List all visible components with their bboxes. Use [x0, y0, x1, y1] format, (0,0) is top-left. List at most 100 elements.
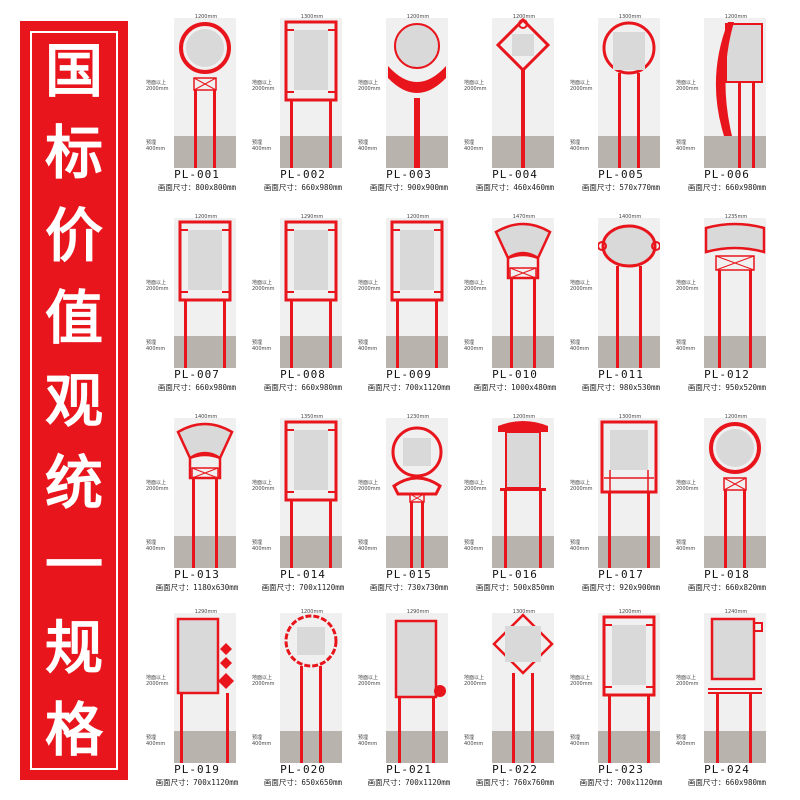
height-label-text: 地面以上 [570, 80, 591, 86]
height-label-value: 2000mm [464, 286, 487, 292]
product-spec: 画面尺寸：700x1120mm [358, 777, 460, 788]
signboard-illustration [280, 613, 342, 763]
signboard-illustration [280, 18, 342, 168]
height-label-text: 地面以上 [676, 80, 697, 86]
product-code: PL-004 [492, 168, 538, 181]
spec-prefix: 画面尺寸： [687, 383, 726, 392]
buried-label-value: 400mm [676, 741, 696, 747]
signboard-illustration [280, 218, 342, 368]
buried-label-value: 400mm [570, 741, 590, 747]
height-label-text: 地面以上 [358, 480, 379, 486]
product-spec: 画面尺寸：730x730mm [358, 582, 460, 593]
width-dimension: 1200mm [194, 14, 218, 20]
spec-value: 660x980mm [195, 383, 237, 392]
buried-label-value: 400mm [252, 741, 272, 747]
buried-label-value: 400mm [464, 346, 484, 352]
height-label-text: 地面以上 [358, 80, 379, 86]
buried-label-text: 预埋 [252, 140, 263, 146]
height-label-value: 2000mm [570, 286, 593, 292]
height-label-value: 2000mm [570, 681, 593, 687]
height-label-text: 地面以上 [570, 480, 591, 486]
spec-value: 700x1120mm [299, 583, 345, 592]
width-dimension: 1400mm [194, 414, 218, 420]
height-label-text: 地面以上 [252, 280, 273, 286]
spec-prefix: 画面尺寸： [157, 383, 196, 392]
width-dimension: 1200mm [194, 214, 218, 220]
height-label-text: 地面以上 [570, 675, 591, 681]
height-label-value: 2000mm [252, 286, 275, 292]
height-label-text: 地面以上 [146, 280, 167, 286]
buried-label-text: 预埋 [146, 540, 157, 546]
product-code: PL-008 [280, 368, 326, 381]
width-dimension: 1240mm [724, 609, 748, 615]
spec-prefix: 画面尺寸： [473, 383, 512, 392]
signboard-illustration [386, 613, 448, 763]
product-code: PL-012 [704, 368, 750, 381]
product-code: PL-014 [280, 568, 326, 581]
height-label-value: 2000mm [676, 486, 699, 492]
product-code: PL-015 [386, 568, 432, 581]
buried-label-value: 400mm [464, 546, 484, 552]
spec-prefix: 画面尺寸： [581, 583, 620, 592]
buried-label-value: 400mm [146, 346, 166, 352]
product-code: PL-006 [704, 168, 750, 181]
buried-label-text: 预埋 [358, 540, 369, 546]
width-dimension: 1290mm [406, 609, 430, 615]
buried-label-text: 预埋 [252, 735, 263, 741]
height-label-text: 地面以上 [570, 280, 591, 286]
width-dimension: 1350mm [300, 414, 324, 420]
product-spec: 画面尺寸：660x980mm [252, 382, 354, 393]
buried-label-text: 预埋 [252, 340, 263, 346]
height-label-text: 地面以上 [358, 280, 379, 286]
height-label-value: 2000mm [676, 86, 699, 92]
product-spec: 画面尺寸：660x980mm [676, 777, 778, 788]
buried-label-value: 400mm [464, 146, 484, 152]
signboard-illustration [598, 418, 660, 568]
buried-label-value: 400mm [146, 146, 166, 152]
product-code: PL-017 [598, 568, 644, 581]
spec-prefix: 画面尺寸： [581, 183, 620, 192]
buried-label-value: 400mm [570, 146, 590, 152]
height-label-text: 地面以上 [252, 80, 273, 86]
product-code: PL-020 [280, 763, 326, 776]
width-dimension: 1200mm [512, 414, 536, 420]
signboard-illustration [174, 613, 236, 763]
buried-label-text: 预埋 [570, 735, 581, 741]
title-char: 观 [44, 366, 103, 435]
product-code: PL-003 [386, 168, 432, 181]
spec-prefix: 画面尺寸： [157, 183, 196, 192]
width-dimension: 1300mm [512, 609, 536, 615]
height-label-text: 地面以上 [146, 480, 167, 486]
buried-label-text: 预埋 [570, 140, 581, 146]
product-code: PL-016 [492, 568, 538, 581]
spec-value: 700x1120mm [617, 778, 663, 787]
width-dimension: 1470mm [512, 214, 536, 220]
spec-value: 660x980mm [301, 183, 343, 192]
product-spec: 画面尺寸：660x980mm [146, 382, 248, 393]
height-label-text: 地面以上 [146, 80, 167, 86]
spec-value: 950x520mm [725, 383, 767, 392]
buried-label-text: 预埋 [676, 540, 687, 546]
height-label-value: 2000mm [252, 86, 275, 92]
buried-label-value: 400mm [570, 546, 590, 552]
